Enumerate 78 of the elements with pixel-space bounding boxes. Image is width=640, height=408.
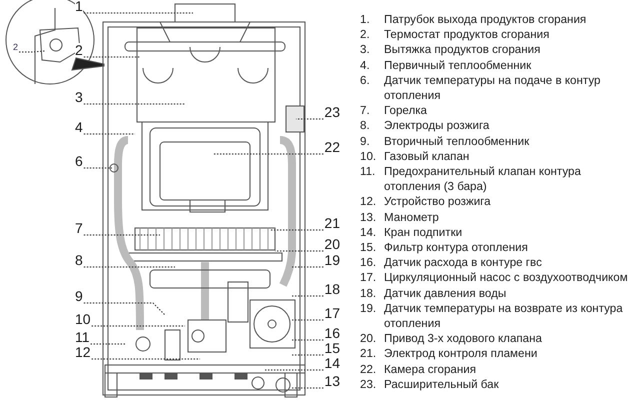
list-item-text: Предохранительный клапан контура отопления (3 бара) (384, 164, 582, 194)
callout-number: 9 (75, 289, 83, 303)
list-number: 6. (360, 72, 371, 89)
list-item-text: Камера сгорания (384, 362, 478, 377)
list-item-text: Патрубок выхода продуктов сгорания (384, 12, 588, 28)
callout-number: 18 (324, 282, 340, 296)
list-number: 15. (360, 240, 378, 256)
callout-number: 4 (75, 120, 83, 134)
callout-number: 10 (75, 312, 91, 326)
list-item-text: Газовый клапан (384, 148, 470, 164)
callout-number: 17 (324, 306, 340, 320)
list-item-text: Расширительный бак (384, 376, 500, 392)
list-item-text: Датчик температуры на подаче в контур отопления (384, 72, 602, 104)
list-number: 7. (360, 103, 371, 118)
list-number: 1. (360, 12, 371, 28)
list-item-text: Датчик температуры на возврате из контура отопления (384, 300, 624, 332)
callout-number: 8 (75, 253, 83, 267)
list-number: 16. (360, 255, 378, 270)
list-item-text: Фильтр контура отопления (384, 240, 529, 256)
leader-line (83, 234, 160, 236)
callout-number: 6 (75, 154, 83, 168)
list-item-text: Датчик давления воды (384, 286, 508, 301)
list-number: 13. (360, 210, 378, 225)
callout-number: 2 (75, 43, 83, 57)
leader-line (83, 12, 194, 14)
list-number: 8. (360, 118, 371, 134)
list-number: 2. (360, 27, 371, 42)
list-item-text: Датчик расхода в контуре гвс (384, 255, 543, 270)
list-number: 20. (360, 331, 378, 346)
callout-number: 2 (13, 43, 18, 52)
list-number: 19. (360, 300, 378, 317)
list-item-text: Первичный теплообменник (384, 58, 532, 73)
list-item-text: Привод 3-х ходового клапана (384, 331, 543, 346)
list-item-text: Вторичный теплообменник (384, 134, 530, 149)
list-number: 22. (360, 362, 378, 377)
list-number: 4. (360, 58, 371, 73)
list-number: 21. (360, 346, 378, 362)
callout-number: 19 (324, 253, 340, 267)
callout-number: 15 (324, 341, 340, 355)
list-item-text: Электрод контроля пламени (384, 346, 538, 362)
callout-number: 22 (324, 140, 340, 154)
list-item-text: Горелка (384, 103, 428, 118)
list-item-text: Термостат продуктов сгорания (384, 27, 550, 42)
list-item-text: Электроды розжига (384, 118, 490, 134)
list-item-text: Вытяжка продуктов сгорания (384, 42, 542, 58)
leader-line (274, 250, 324, 252)
leader-line (83, 56, 140, 58)
leader-line (83, 302, 166, 316)
list-number: 12. (360, 194, 378, 210)
list-number: 11. (360, 164, 376, 180)
list-number: 10. (360, 148, 378, 164)
leader-line (296, 118, 324, 120)
leader-line (83, 266, 176, 268)
callout-number: 23 (324, 105, 340, 119)
callout-number: 3 (75, 90, 83, 104)
callout-number: 14 (324, 356, 340, 370)
callout-number: 7 (75, 221, 83, 235)
list-number: 18. (360, 286, 378, 301)
list-number: 14. (360, 224, 378, 240)
list-number: 9. (360, 134, 371, 149)
list-item-text: Устройство розжига (384, 194, 492, 210)
callout-number: 20 (324, 237, 340, 251)
list-item-text: Манометр (384, 210, 440, 225)
list-number: 17. (360, 270, 378, 286)
callout-number: 11 (75, 330, 90, 344)
list-item-text: Циркуляционный насос с воздухоотводчиком (384, 270, 629, 286)
list-number: 23. (360, 376, 378, 392)
callout-number: 13 (324, 374, 340, 388)
leader-line (18, 50, 46, 52)
callout-number: 16 (324, 326, 340, 340)
leader-line (292, 266, 324, 268)
callout-number: 1 (75, 0, 83, 13)
leader-line (91, 358, 200, 360)
list-item-text: Кран подпитки (384, 224, 464, 240)
leader-line (292, 354, 324, 356)
callout-number: 12 (75, 345, 91, 359)
list-number: 3. (360, 42, 371, 58)
callout-number: 21 (324, 216, 340, 230)
